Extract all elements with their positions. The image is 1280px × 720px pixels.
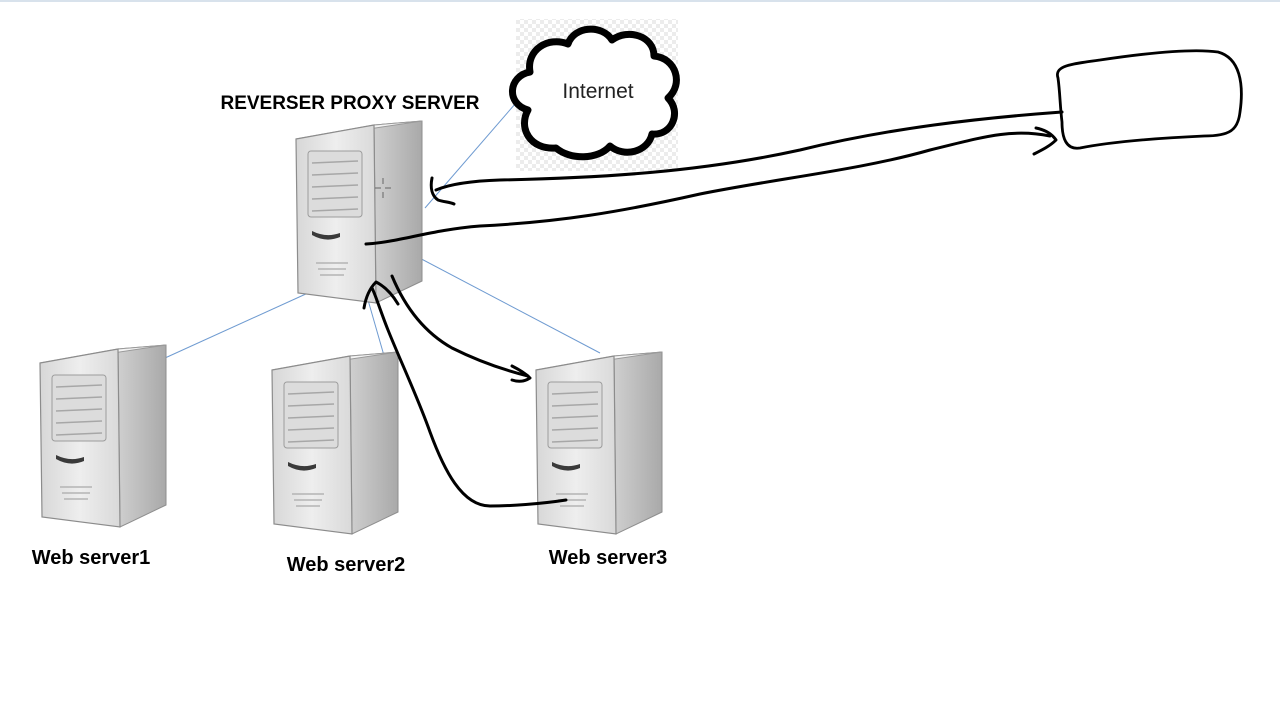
arrow-client-to-proxy: [434, 110, 1064, 192]
proxy-server-label: REVERSER PROXY SERVER: [220, 93, 479, 114]
web-server-2-label: Web server2: [287, 554, 406, 576]
hand-drawn-arrows: [362, 110, 1064, 508]
connector-proxy-webserver1: [164, 292, 309, 359]
web-server-3-label: Web server3: [549, 547, 668, 569]
cloud-icon: [509, 25, 680, 161]
arrowhead-at-client: [1032, 126, 1058, 156]
client-device-sketch: [1056, 49, 1243, 150]
arrowhead-at-proxy-bottom: [362, 280, 400, 310]
web-server-2: Web server2: [271, 351, 406, 576]
internet-label: Internet: [562, 80, 633, 103]
internet-node: Internet: [509, 19, 680, 171]
arrow-webserver3-to-proxy: [370, 286, 568, 508]
crosshair-cursor-icon: [375, 178, 391, 198]
web-server-1-icon: [39, 344, 167, 528]
top-border: [0, 0, 1280, 2]
web-server-2-icon: [271, 351, 399, 535]
arrowhead-at-webserver3: [510, 364, 532, 383]
arrow-proxy-to-webserver3: [390, 274, 530, 378]
connector-proxy-webserver3: [411, 253, 601, 354]
web-server-1: Web server1: [32, 344, 167, 569]
web-server-3: Web server3: [535, 351, 668, 569]
web-server-1-label: Web server1: [32, 547, 151, 569]
proxy-server: REVERSER PROXY SERVER: [220, 93, 480, 304]
arrowhead-at-proxy: [429, 176, 456, 206]
arrow-proxy-to-client: [364, 131, 1052, 246]
proxy-server-icon: [295, 120, 423, 304]
web-server-3-icon: [535, 351, 663, 535]
